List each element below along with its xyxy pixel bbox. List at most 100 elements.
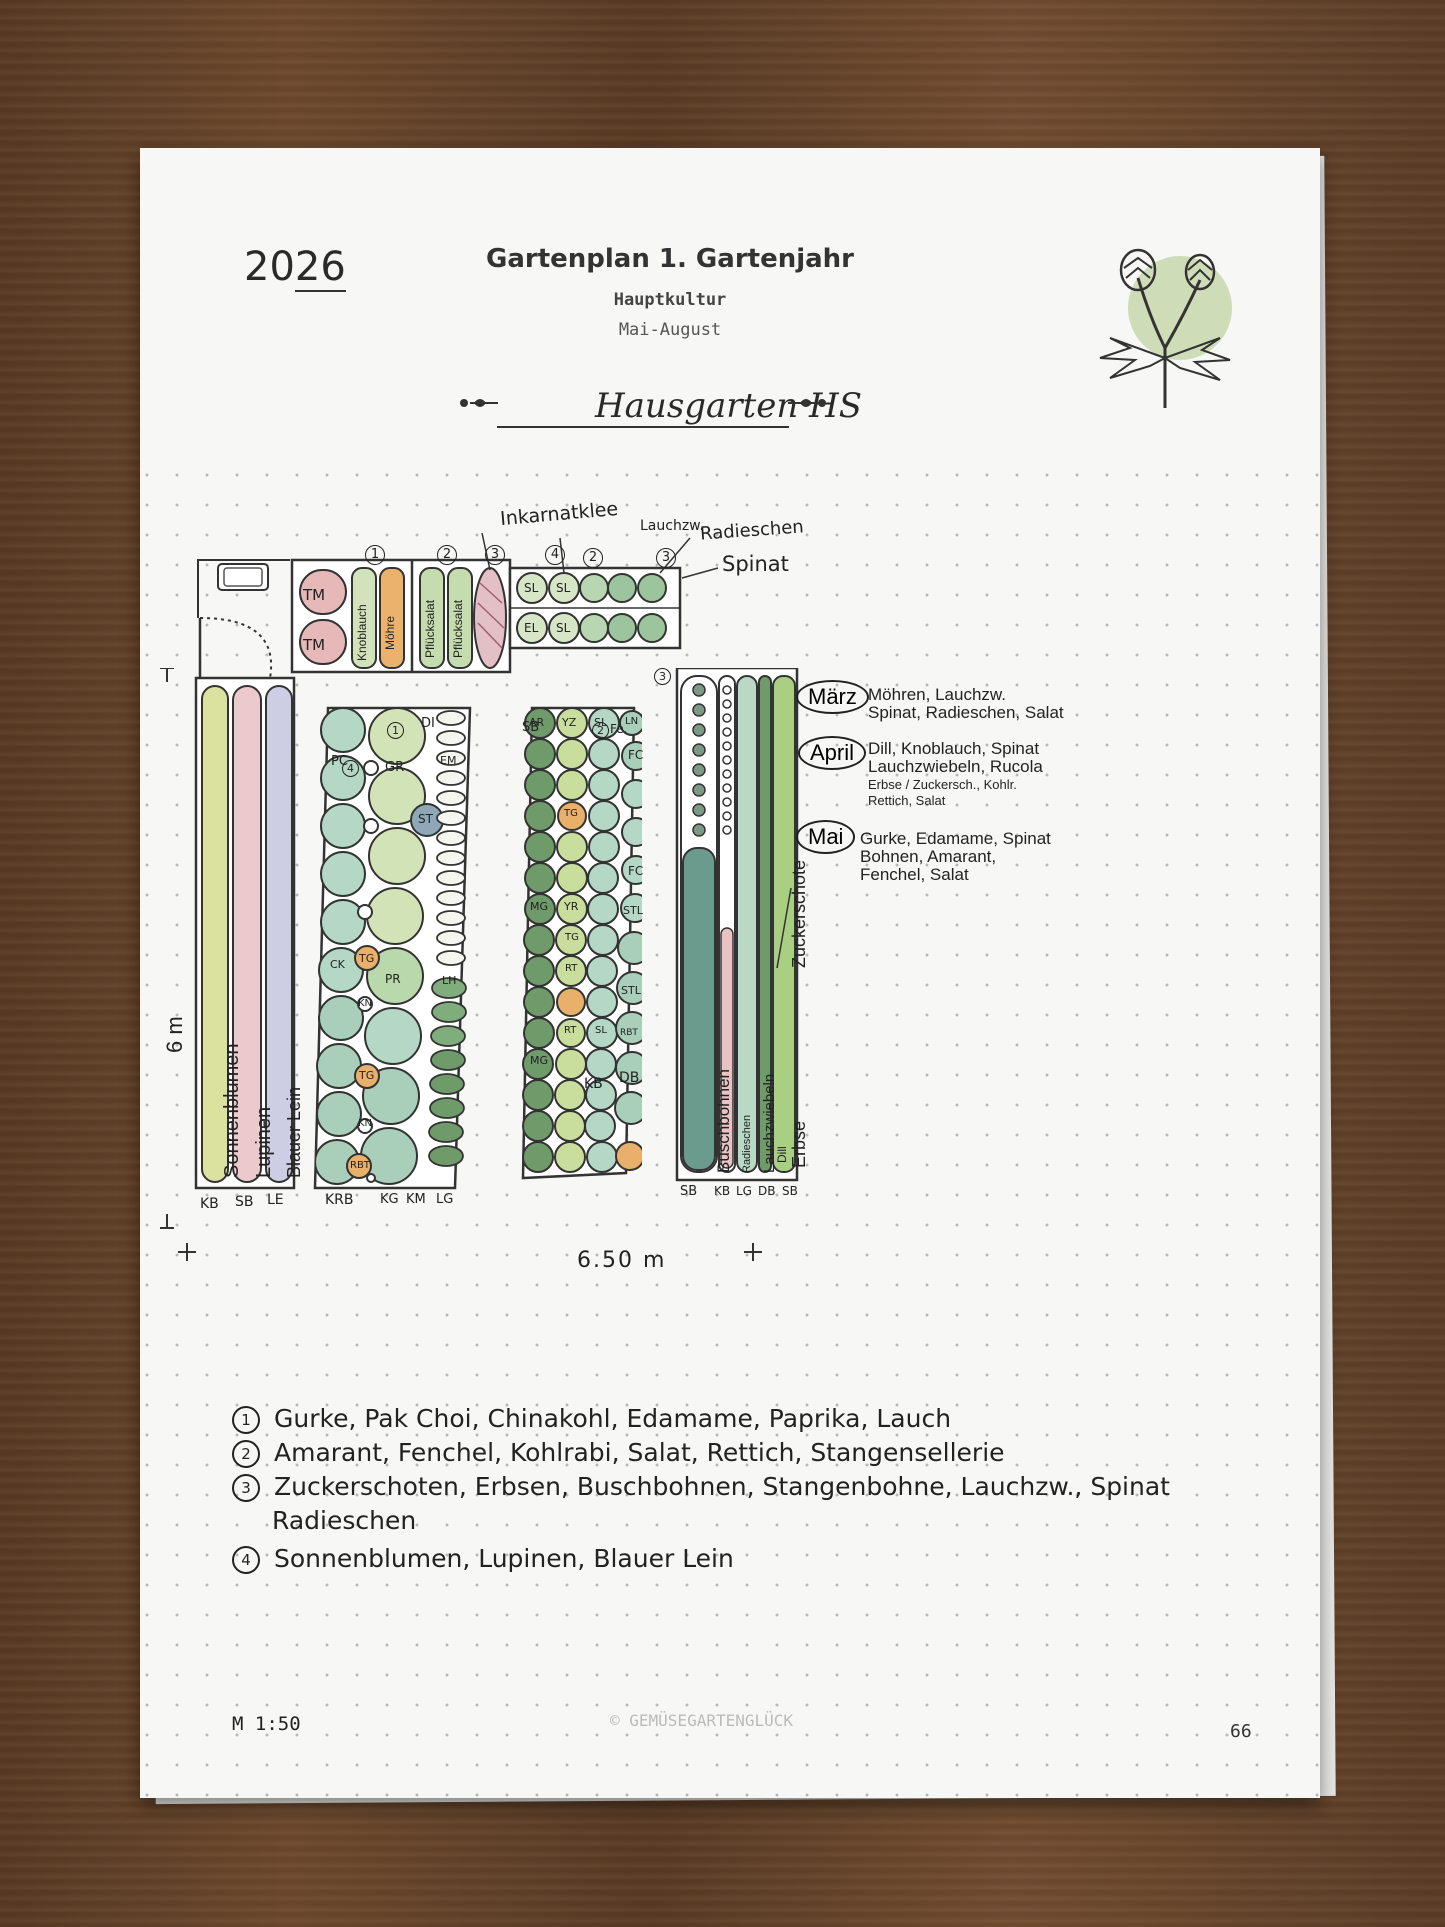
bed2-plant-code: SL xyxy=(594,716,608,729)
bed1-plant-code: EM xyxy=(440,754,457,767)
top-bed-el: EL xyxy=(524,621,539,635)
bed1-bottom-code: KRB xyxy=(325,1192,354,1208)
bed4-bottom-code: LE xyxy=(267,1192,284,1208)
bed3-bottom-code: SB xyxy=(680,1184,698,1199)
top-bed-sl: SL xyxy=(556,581,571,595)
bed2-bottom-code: DB xyxy=(619,1070,640,1086)
bed3-plants xyxy=(680,675,796,1173)
bed2-plant-code: RT xyxy=(564,1025,577,1036)
bed2-plant-code: RT xyxy=(565,963,578,974)
legend-row: Radieschen xyxy=(272,1506,417,1535)
page-subtitle: Hauptkultur xyxy=(613,290,727,310)
bed2-plant-code: TG xyxy=(565,932,579,943)
bed1-plant-code: ST xyxy=(418,812,433,826)
top-bed-pfluecksalat: Pflücksalat xyxy=(423,599,437,658)
copyright: © GEMÜSEGARTENGLÜCK xyxy=(610,1711,794,1730)
bed2-plant-code: TG xyxy=(564,808,578,819)
top-bed-number: 1 xyxy=(365,545,385,565)
bed4-bottom-code: KB xyxy=(200,1196,219,1212)
schedule-line: Lauchzwiebeln, Rucola xyxy=(868,757,1043,776)
bed2-bottom-code: KB xyxy=(584,1076,603,1092)
bed3-bottom-code: LG xyxy=(736,1184,752,1198)
bed1-di: DI xyxy=(421,716,435,731)
bed3-bottom-code: SB xyxy=(782,1184,798,1198)
bed4-bottom-code: SB xyxy=(235,1194,254,1210)
top-beds-area xyxy=(197,532,719,698)
top-bed-moehre: Möhre xyxy=(383,615,397,650)
schedule-month: März xyxy=(796,680,869,714)
bed1-sb: SB xyxy=(522,720,540,735)
top-bed-knoblauch: Knoblauch xyxy=(355,604,369,661)
bed1-number: 1 xyxy=(387,722,404,739)
bed2-plant-code: STL xyxy=(623,904,643,917)
garden-name: Hausgarten HS xyxy=(595,386,862,426)
top-bed-sl: SL xyxy=(524,581,539,595)
bed1-plant-code: PC xyxy=(331,754,348,769)
bed1-bottom-code: KM xyxy=(406,1192,426,1207)
schedule-line: Rettich, Salat xyxy=(868,793,946,808)
bed3-bottom-code: DB xyxy=(758,1184,776,1198)
schedule-line: Möhren, Lauchzw. xyxy=(868,685,1006,704)
schedule-line: Bohnen, Amarant, xyxy=(860,847,997,866)
sink-icon xyxy=(217,563,269,591)
bed3-number: 3 xyxy=(654,668,671,685)
bed1-plant-code: LH xyxy=(442,974,457,987)
page-header-area xyxy=(140,148,1320,448)
scale-label: M 1:50 xyxy=(232,1713,301,1735)
bed2-plant-code: YZ xyxy=(562,716,577,729)
bed2-number: 2 xyxy=(592,722,609,739)
schedule-month: Mai xyxy=(796,820,856,854)
bed2-plant-code: MG xyxy=(530,1054,549,1067)
bed1-plant-code: PR xyxy=(385,972,401,986)
bed1-plant-code: TG xyxy=(359,1069,375,1082)
top-bed-number: 2 xyxy=(437,545,457,565)
bed2-plant-code: MG xyxy=(530,900,549,913)
year: 2026 xyxy=(244,244,346,292)
top-bed-sl: SL xyxy=(556,621,571,635)
bed2-fe: Fe. xyxy=(610,722,628,736)
bed1-plant-code: KN xyxy=(358,998,373,1009)
bed2-plant-code: AR xyxy=(529,716,545,729)
page-title: Gartenplan 1. Gartenjahr xyxy=(486,244,854,274)
top-bed-number: 3 xyxy=(485,545,505,565)
title-left-ornament-icon xyxy=(460,399,498,407)
top-bed-tm: TM xyxy=(303,586,326,604)
page-number: 66 xyxy=(1230,1721,1252,1742)
artichoke-illustration-icon xyxy=(1099,248,1232,408)
bed1-plant-code: GR xyxy=(385,760,405,775)
bed2-plant-code: FC xyxy=(628,748,644,762)
bed1-plant-code: CK xyxy=(330,958,345,971)
bed2-plant-code: LN xyxy=(625,716,639,727)
bed2-plant-code: FC xyxy=(628,864,644,878)
bed1-plant-code: KN xyxy=(358,1118,373,1129)
height-dimension: 6 m xyxy=(162,1016,187,1053)
bed1-plants xyxy=(315,708,467,1185)
top-bed-number: 2 xyxy=(583,548,603,568)
top-bed-pfluecksalat: Pflücksalat xyxy=(451,599,465,658)
bed1-plant-code: RBT xyxy=(350,1160,370,1171)
title-right-ornament-icon xyxy=(788,399,826,407)
width-dimension: 6.50 m xyxy=(577,1248,667,1273)
bed2-plant-code: RBT xyxy=(620,1028,638,1038)
schedule-line: Dill, Knoblauch, Spinat xyxy=(868,739,1040,758)
page-period: Mai-August xyxy=(618,320,722,340)
bed1-plant-code: TG xyxy=(359,952,375,965)
schedule-line: Erbse / Zuckersch., Kohlr. xyxy=(868,777,1017,792)
bed2-plant-code: SL xyxy=(595,1025,607,1036)
bed3-bottom-code: KB xyxy=(714,1184,731,1198)
garden-plan-page: 2026 Gartenplan 1. Gartenjahr Hauptkultu… xyxy=(140,148,1320,1798)
top-bed-tm: TM xyxy=(303,636,326,654)
bed1-bottom-code: LG xyxy=(436,1192,454,1207)
schedule-line: Gurke, Edamame, Spinat xyxy=(860,829,1051,848)
top-bed-number: 4 xyxy=(545,545,565,565)
bed2-plant-code: STL xyxy=(621,984,641,997)
bed1-bottom-code: KG xyxy=(380,1192,399,1207)
schedule-month: April xyxy=(798,736,867,770)
title-underline xyxy=(497,426,789,428)
label-lauchzw: Lauchzw. xyxy=(640,518,704,534)
bed4-number: 4 xyxy=(342,760,359,777)
